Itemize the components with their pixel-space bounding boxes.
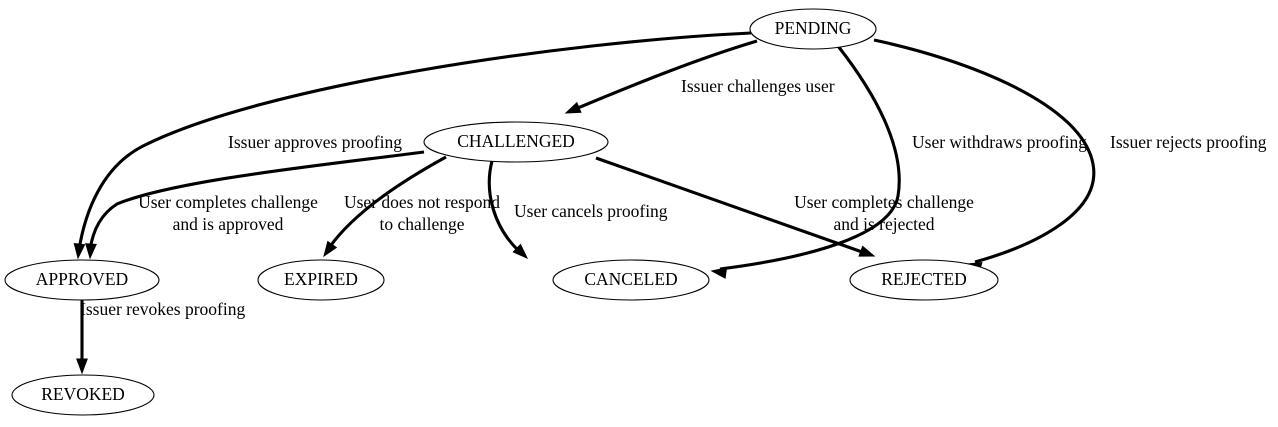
edge-label-line: Issuer revokes proofing bbox=[80, 299, 245, 319]
edge-label-line: Issuer rejects proofing bbox=[1110, 132, 1267, 152]
edge-challenged-expired bbox=[323, 155, 447, 258]
edge-challenged-approved bbox=[85, 150, 425, 260]
edge-pending-rejected bbox=[873, 38, 1096, 274]
node-shape-revoked[interactable] bbox=[11, 374, 155, 416]
edge-label-line: User completes challenge bbox=[794, 192, 974, 212]
node-label-expired: EXPIRED bbox=[284, 269, 358, 289]
nodes-layer: PENDING CHALLENGED APPROVED EXPIRED CANCELED… bbox=[4, 8, 999, 416]
edge-label-pending-rejected: Issuer rejects proofing bbox=[1110, 132, 1267, 152]
edge-line-pending-approved bbox=[77, 31, 752, 251]
edge-line-challenged-expired bbox=[327, 155, 447, 249]
node-shape-canceled[interactable] bbox=[552, 259, 710, 301]
node-label-pending: PENDING bbox=[775, 18, 852, 38]
node-label-rejected: REJECTED bbox=[881, 269, 967, 289]
edge-pending-challenged bbox=[564, 39, 758, 114]
edge-label-line: Issuer approves proofing bbox=[228, 132, 402, 152]
edge-label-line: and is approved bbox=[173, 214, 284, 234]
edge-line-challenged-rejected bbox=[595, 156, 866, 255]
arrowhead-icon-pending-challenged bbox=[564, 101, 582, 114]
arrowhead-icon-approved-revoked bbox=[76, 358, 88, 375]
node-shape-expired[interactable] bbox=[257, 259, 385, 301]
edge-label-line: and is rejected bbox=[833, 214, 934, 234]
edge-label-line: User does not respond bbox=[344, 192, 500, 212]
edge-label-pending-challenged: Issuer challenges user bbox=[681, 76, 835, 96]
edge-label-challenged-canceled: User cancels proofing bbox=[514, 201, 668, 221]
edge-label-approved-revoked: Issuer revokes proofing bbox=[80, 299, 245, 319]
arrowhead-icon-challenged-rejected bbox=[858, 245, 876, 257]
node-shape-challenged[interactable] bbox=[423, 121, 609, 163]
node-label-revoked: REVOKED bbox=[41, 384, 125, 404]
node-label-approved: APPROVED bbox=[36, 269, 128, 289]
edge-label-line: User cancels proofing bbox=[514, 201, 668, 221]
edge-pending-approved bbox=[73, 31, 752, 260]
edge-challenged-rejected bbox=[595, 156, 876, 257]
node-approved[interactable]: APPROVED bbox=[4, 259, 160, 301]
edge-label-line: User withdraws proofing bbox=[912, 132, 1087, 152]
edge-line-pending-rejected bbox=[873, 38, 1096, 264]
edge-line-pending-challenged bbox=[572, 39, 758, 112]
arrowhead-icon-challenged-expired bbox=[323, 240, 338, 258]
node-revoked[interactable]: REVOKED bbox=[11, 374, 155, 416]
arrowhead-icon-pending-canceled bbox=[710, 267, 728, 279]
edge-approved-revoked bbox=[76, 300, 88, 375]
arrowhead-icon-challenged-canceled bbox=[512, 243, 529, 259]
edge-line-pending-canceled bbox=[719, 45, 901, 271]
node-label-challenged: CHALLENGED bbox=[457, 131, 575, 151]
arrowhead-icon-pending-approved bbox=[73, 242, 86, 260]
edge-label-line: User completes challenge bbox=[138, 192, 318, 212]
node-expired[interactable]: EXPIRED bbox=[257, 259, 385, 301]
node-canceled[interactable]: CANCELED bbox=[552, 259, 710, 301]
edge-line-challenged-approved bbox=[88, 150, 425, 251]
node-rejected[interactable]: REJECTED bbox=[849, 259, 999, 301]
node-shape-pending[interactable] bbox=[749, 8, 877, 50]
arrowhead-icon-challenged-approved bbox=[85, 243, 97, 260]
edge-label-pending-approved: Issuer approves proofing bbox=[228, 132, 402, 152]
edge-label-line: to challenge bbox=[379, 214, 464, 234]
edge-pending-canceled bbox=[710, 45, 901, 279]
edge-line-challenged-canceled bbox=[487, 160, 522, 254]
node-shape-rejected[interactable] bbox=[849, 259, 999, 301]
edge-challenged-canceled bbox=[487, 160, 529, 259]
node-shape-approved[interactable] bbox=[4, 259, 160, 301]
node-challenged[interactable]: CHALLENGED bbox=[423, 121, 609, 163]
node-label-canceled: CANCELED bbox=[584, 269, 677, 289]
node-pending[interactable]: PENDING bbox=[749, 8, 877, 50]
edge-label-pending-canceled: User withdraws proofing bbox=[912, 132, 1087, 152]
edge-label-line: Issuer challenges user bbox=[681, 76, 835, 96]
